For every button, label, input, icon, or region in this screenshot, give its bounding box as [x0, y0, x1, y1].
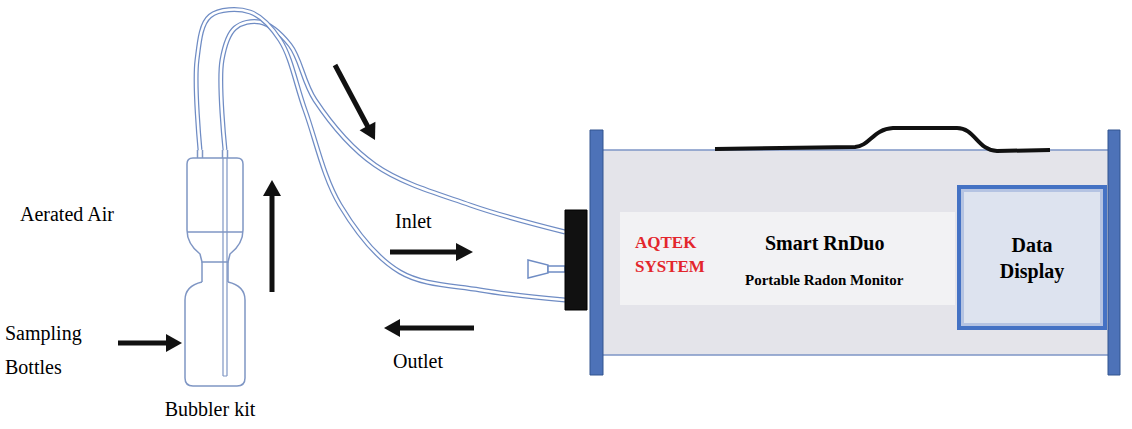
part-label: Inlet	[395, 210, 432, 233]
inlet-arrow	[390, 243, 473, 261]
label-panel: AQTEK SYSTEM Smart RnDuoPortable Radon Mo…	[620, 212, 955, 305]
node-text: Portable Radon Monitor	[745, 271, 903, 289]
arrow-head	[166, 334, 182, 352]
text-holder: AQTEK SYSTEM	[635, 231, 730, 279]
funnel-fitting	[528, 260, 565, 278]
text-holder: Bubbler kit	[140, 398, 280, 420]
label-holder: Aerated Air	[20, 203, 114, 226]
arrow-shaft	[398, 326, 474, 331]
funnel	[528, 260, 548, 278]
air-tube	[221, 21, 565, 232]
down-arrow	[335, 65, 375, 140]
node-text: Bubbler kit	[165, 398, 256, 420]
air-tube	[196, 10, 565, 300]
pointer-arrow	[118, 334, 182, 352]
brand-name: AQTEK SYSTEM	[635, 231, 730, 279]
radon-monitor: AQTEK SYSTEM Smart RnDuoPortable Radon Mo…	[565, 118, 1122, 378]
part-label: Outlet	[393, 350, 443, 373]
arrow-shaft	[390, 250, 458, 255]
arrow-shaft	[335, 65, 368, 127]
connector-block	[565, 210, 587, 310]
carry-handle	[715, 128, 1050, 151]
tube-wall	[221, 21, 565, 232]
arrow-head	[263, 180, 281, 196]
tube-bore	[221, 21, 565, 232]
part-label: Aerated Air	[20, 203, 114, 226]
sampling-bottle	[185, 282, 245, 386]
arrow-head	[360, 122, 376, 140]
up-arrow	[263, 180, 281, 292]
tube-port	[198, 150, 228, 158]
end-plate	[1108, 130, 1120, 375]
dip-tube	[223, 158, 227, 376]
arrow-head	[384, 319, 400, 337]
text-holder: Data Display	[961, 189, 1103, 326]
end-plate	[590, 130, 603, 375]
label-holder: Sampling Bottles	[5, 316, 117, 384]
part-label: Sampling Bottles	[5, 316, 117, 384]
chamber-band	[187, 231, 243, 233]
aeration-chamber	[187, 158, 243, 262]
data-display: Data Display	[957, 185, 1107, 330]
label-holder: Inlet	[395, 210, 432, 233]
arrow-shaft	[118, 341, 168, 346]
node-text: Smart RnDuo	[765, 231, 884, 255]
tube-bore	[196, 10, 565, 300]
arrow-shaft	[270, 194, 275, 292]
bottle-neck	[202, 262, 228, 282]
bubbler-kit: Bubbler kit	[140, 150, 280, 422]
fitting-stub	[548, 266, 565, 272]
text-holder: Smart RnDuo	[765, 231, 884, 255]
monitor-body	[600, 150, 1110, 355]
arrow-head	[456, 243, 473, 261]
bubbler-kit-outline	[140, 150, 280, 422]
tube-wall	[196, 10, 565, 300]
node-text: Data Display	[982, 232, 1082, 284]
text-holder: Portable Radon Monitor	[745, 271, 903, 289]
outlet-arrow	[384, 319, 474, 337]
label-holder: Outlet	[393, 350, 443, 373]
